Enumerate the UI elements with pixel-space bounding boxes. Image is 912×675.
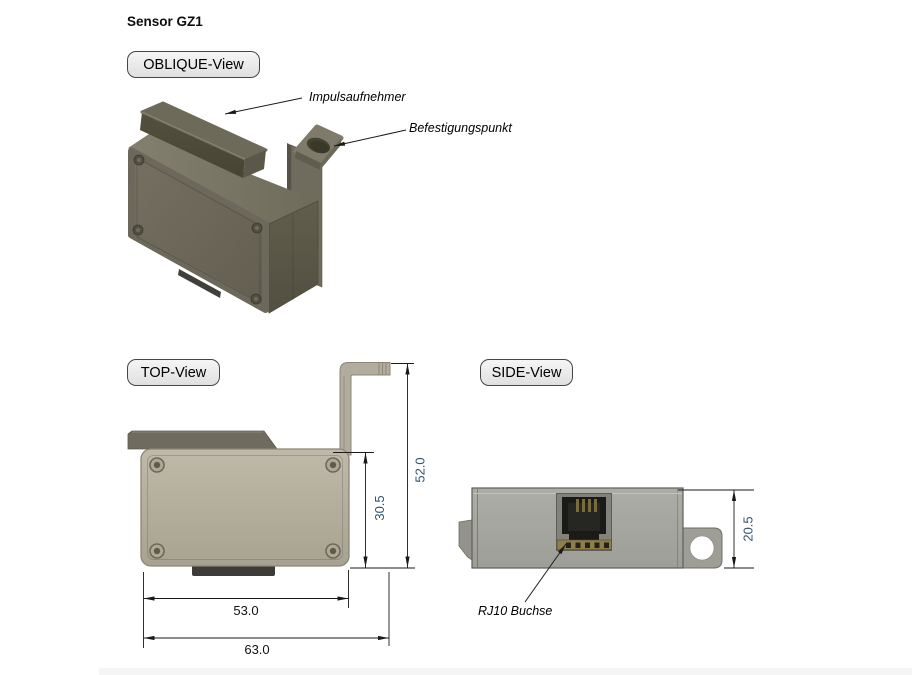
dim-text-53-0: 53.0 bbox=[233, 603, 258, 618]
leader-rj10 bbox=[524, 543, 567, 603]
bracket-plate-3d bbox=[293, 124, 344, 170]
top-dimensions bbox=[143, 363, 415, 648]
top-ridge-strip bbox=[127, 430, 278, 450]
top-bracket-arm bbox=[339, 362, 391, 456]
dim-text-63-0: 63.0 bbox=[244, 642, 269, 657]
leader-befestigungspunkt bbox=[333, 129, 407, 147]
top-screws bbox=[149, 457, 341, 559]
leader-impulsaufnehmer bbox=[224, 97, 303, 115]
dim-text-20-5: 20.5 bbox=[741, 516, 756, 541]
bottom-divider bbox=[99, 668, 912, 675]
box-top-face bbox=[128, 134, 318, 224]
side-dimensions bbox=[678, 489, 754, 569]
side-mounting-hole bbox=[689, 535, 715, 561]
rj10-socket bbox=[556, 493, 612, 551]
page-title: Sensor GZ1 bbox=[127, 14, 203, 29]
side-left-tab bbox=[458, 519, 473, 561]
label-befestigungspunkt: Befestigungspunkt bbox=[409, 121, 512, 135]
rj10-gold-strip bbox=[556, 539, 612, 550]
ridge-impulsaufnehmer-3d bbox=[140, 101, 268, 178]
label-rj10-buchse: RJ10 Buchse bbox=[478, 604, 553, 618]
label-impulsaufnehmer: Impulsaufnehmer bbox=[309, 90, 406, 104]
top-body bbox=[140, 448, 350, 567]
bottom-tab-3d bbox=[178, 269, 221, 298]
oblique-view-button[interactable]: OBLIQUE-View bbox=[127, 51, 260, 78]
dim-text-52-0: 52.0 bbox=[413, 457, 428, 482]
side-view-drawing: 20.5 bbox=[458, 487, 756, 603]
top-view-drawing: 30.5 52.0 53.0 63.0 bbox=[127, 362, 428, 657]
dim-text-30-5: 30.5 bbox=[372, 495, 387, 520]
box-front-face bbox=[128, 147, 269, 313]
oblique-drawing bbox=[128, 97, 407, 314]
front-screws bbox=[132, 154, 263, 305]
side-view-button[interactable]: SIDE-View bbox=[480, 359, 573, 386]
top-view-button[interactable]: TOP-View bbox=[127, 359, 220, 386]
top-bracket-ribs bbox=[378, 363, 387, 375]
